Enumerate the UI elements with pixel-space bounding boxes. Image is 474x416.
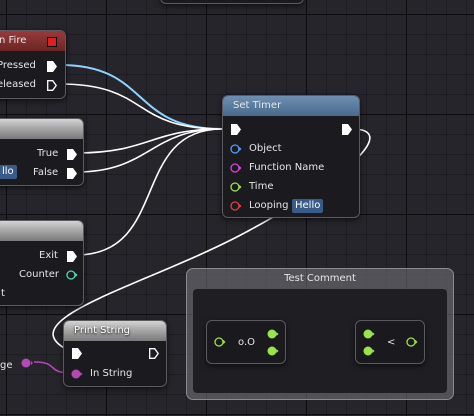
close-icon[interactable] (47, 37, 57, 47)
object-label: Object (249, 143, 282, 154)
wire-exit-to-settimer (75, 128, 223, 256)
in-string-label: In String (90, 368, 133, 379)
input-pin-icon[interactable] (214, 336, 226, 348)
pin-label: True (37, 148, 59, 159)
node-header: n Fire (0, 31, 65, 51)
branch-node[interactable]: True llo False (0, 118, 84, 186)
wire-pressed-to-settimer (59, 64, 223, 130)
function-name-label: Function Name (249, 162, 325, 173)
wire-false-to-settimer (75, 128, 223, 173)
wire-true-to-settimer (75, 128, 223, 154)
pressed-row: Pressed (0, 57, 36, 75)
node-title: Print String (74, 325, 131, 336)
exec-out-pin-exit-icon[interactable] (67, 251, 77, 262)
left-fragment-text: t (1, 288, 5, 299)
node-title: Set Timer (233, 100, 282, 111)
exec-in-pin-icon[interactable] (72, 348, 82, 359)
condition-value-tag[interactable]: llo (0, 165, 17, 179)
string-out-pin-icon[interactable] (20, 357, 34, 369)
set-timer-node[interactable]: Set Timer Object Function Name Time Loop… (222, 95, 360, 218)
pin-label: Counter (19, 269, 59, 280)
node-header: Print String (64, 321, 166, 341)
time-pin-icon[interactable] (230, 181, 242, 193)
looping-label: Looping (249, 200, 289, 211)
input-pin-2-icon[interactable] (363, 345, 375, 357)
true-row: True (37, 145, 58, 163)
reroute-node-b[interactable]: < (355, 320, 425, 364)
test-comment-box[interactable]: Test Comment (186, 268, 454, 400)
node-header (0, 221, 83, 241)
output-pin-2-icon[interactable] (267, 345, 279, 357)
node-a-label: o.O (238, 337, 255, 348)
output-pin-icon[interactable] (406, 336, 418, 348)
wire-released-to-settimer (59, 83, 223, 130)
false-row: False (33, 164, 58, 182)
exec-out-pin-pressed-icon[interactable] (47, 61, 57, 72)
counter-row: Counter (19, 266, 59, 284)
reroute-node-a[interactable]: o.O (206, 320, 286, 364)
looping-value-field[interactable]: Hello (292, 199, 324, 213)
node-b-label: < (387, 337, 396, 348)
exit-row: Exit (39, 247, 58, 265)
pin-label: Exit (39, 250, 58, 261)
exec-out-pin-true-icon[interactable] (67, 149, 77, 160)
exec-out-pin-icon[interactable] (342, 124, 352, 135)
output-pin-1-icon[interactable] (267, 328, 279, 340)
node-title: n Fire (0, 35, 27, 46)
counter-pin-icon[interactable] (66, 269, 78, 281)
released-row: eleased (0, 76, 36, 94)
exec-out-pin-false-icon[interactable] (67, 168, 77, 179)
object-pin-icon[interactable] (230, 143, 242, 155)
left-string-fragment-text: ge (0, 360, 13, 371)
comment-title: Test Comment (284, 273, 356, 284)
input-pin-1-icon[interactable] (363, 328, 375, 340)
pin-label: eleased (0, 79, 36, 90)
function-name-pin-icon[interactable] (230, 162, 242, 174)
in-string-pin-icon[interactable] (71, 368, 83, 380)
exec-out-pin-released-icon[interactable] (47, 80, 57, 91)
node-header: Set Timer (223, 96, 359, 116)
input-event-node[interactable]: n Fire Pressed eleased (0, 30, 66, 99)
print-string-node[interactable]: Print String In String (63, 320, 167, 387)
exec-in-pin-icon[interactable] (231, 124, 241, 135)
pin-label: Pressed (0, 60, 36, 71)
looping-pin-icon[interactable] (230, 200, 242, 212)
exec-out-pin-icon[interactable] (149, 348, 159, 359)
time-label: Time (249, 181, 274, 192)
top-node-fragment[interactable] (160, 0, 304, 4)
node-header (0, 119, 83, 139)
loop-node[interactable]: Exit Counter t (0, 220, 84, 306)
pin-label: False (33, 167, 59, 178)
